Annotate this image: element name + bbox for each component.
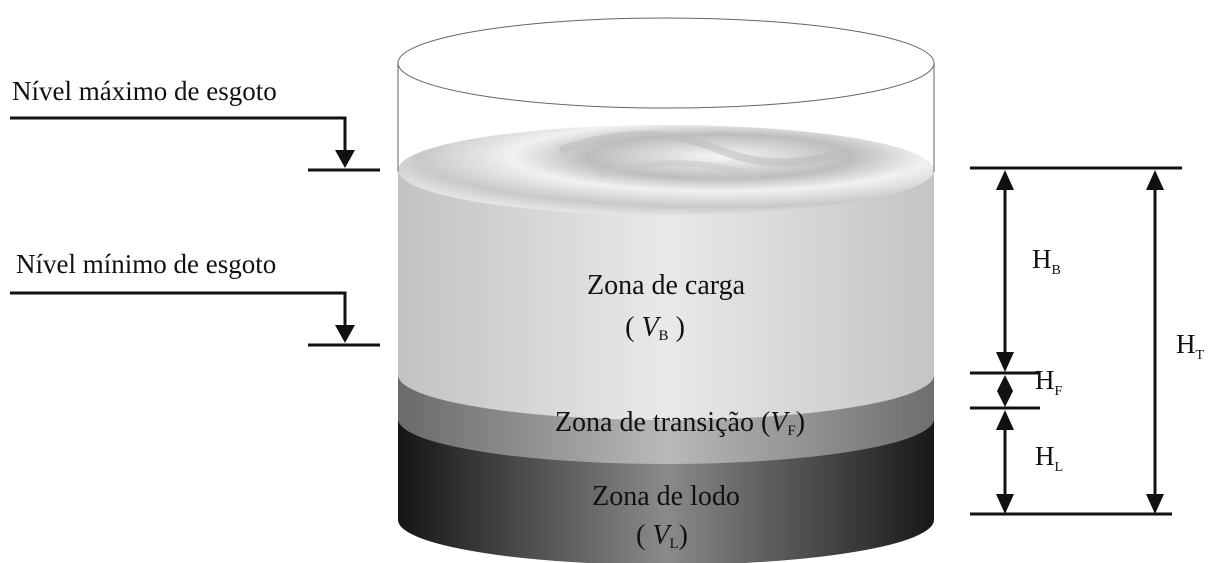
max-level-arrowhead bbox=[335, 150, 355, 168]
hf-arrow-up bbox=[997, 375, 1013, 391]
sludge-zone-volume: ( VL) bbox=[636, 520, 688, 552]
hl-label: HL bbox=[1035, 441, 1063, 475]
hb-arrow-up bbox=[996, 170, 1014, 190]
ht-arrow-down bbox=[1146, 494, 1164, 514]
load-zone-label: Zona de carga bbox=[587, 270, 746, 301]
hl-arrow-down bbox=[996, 494, 1014, 514]
load-zone bbox=[398, 170, 934, 420]
max-level-label: Nível máximo de esgoto bbox=[12, 76, 277, 106]
hf-label: HF bbox=[1035, 365, 1063, 399]
min-level-label: Nível mínimo de esgoto bbox=[16, 249, 276, 279]
ht-arrow-up bbox=[1146, 170, 1164, 190]
load-zone-volume: ( VB ) bbox=[625, 312, 685, 344]
tank-top-rim bbox=[397, 17, 935, 109]
sludge-zone-label: Zona de lodo bbox=[592, 481, 740, 512]
hf-arrow-down bbox=[997, 391, 1013, 407]
min-level-arrowhead bbox=[335, 325, 355, 343]
surface-ripple bbox=[558, 131, 852, 167]
transition-zone-label: Zona de transição (VF) bbox=[555, 407, 805, 439]
surface-ripple-2 bbox=[599, 160, 761, 181]
max-level-leader bbox=[10, 116, 347, 162]
hb-label: HB bbox=[1032, 244, 1061, 278]
hb-arrow-down bbox=[996, 352, 1014, 372]
liquid-surface bbox=[398, 125, 934, 215]
min-level-leader bbox=[10, 291, 347, 336]
hl-arrow-up bbox=[996, 410, 1014, 430]
ht-label: HT bbox=[1176, 329, 1205, 363]
